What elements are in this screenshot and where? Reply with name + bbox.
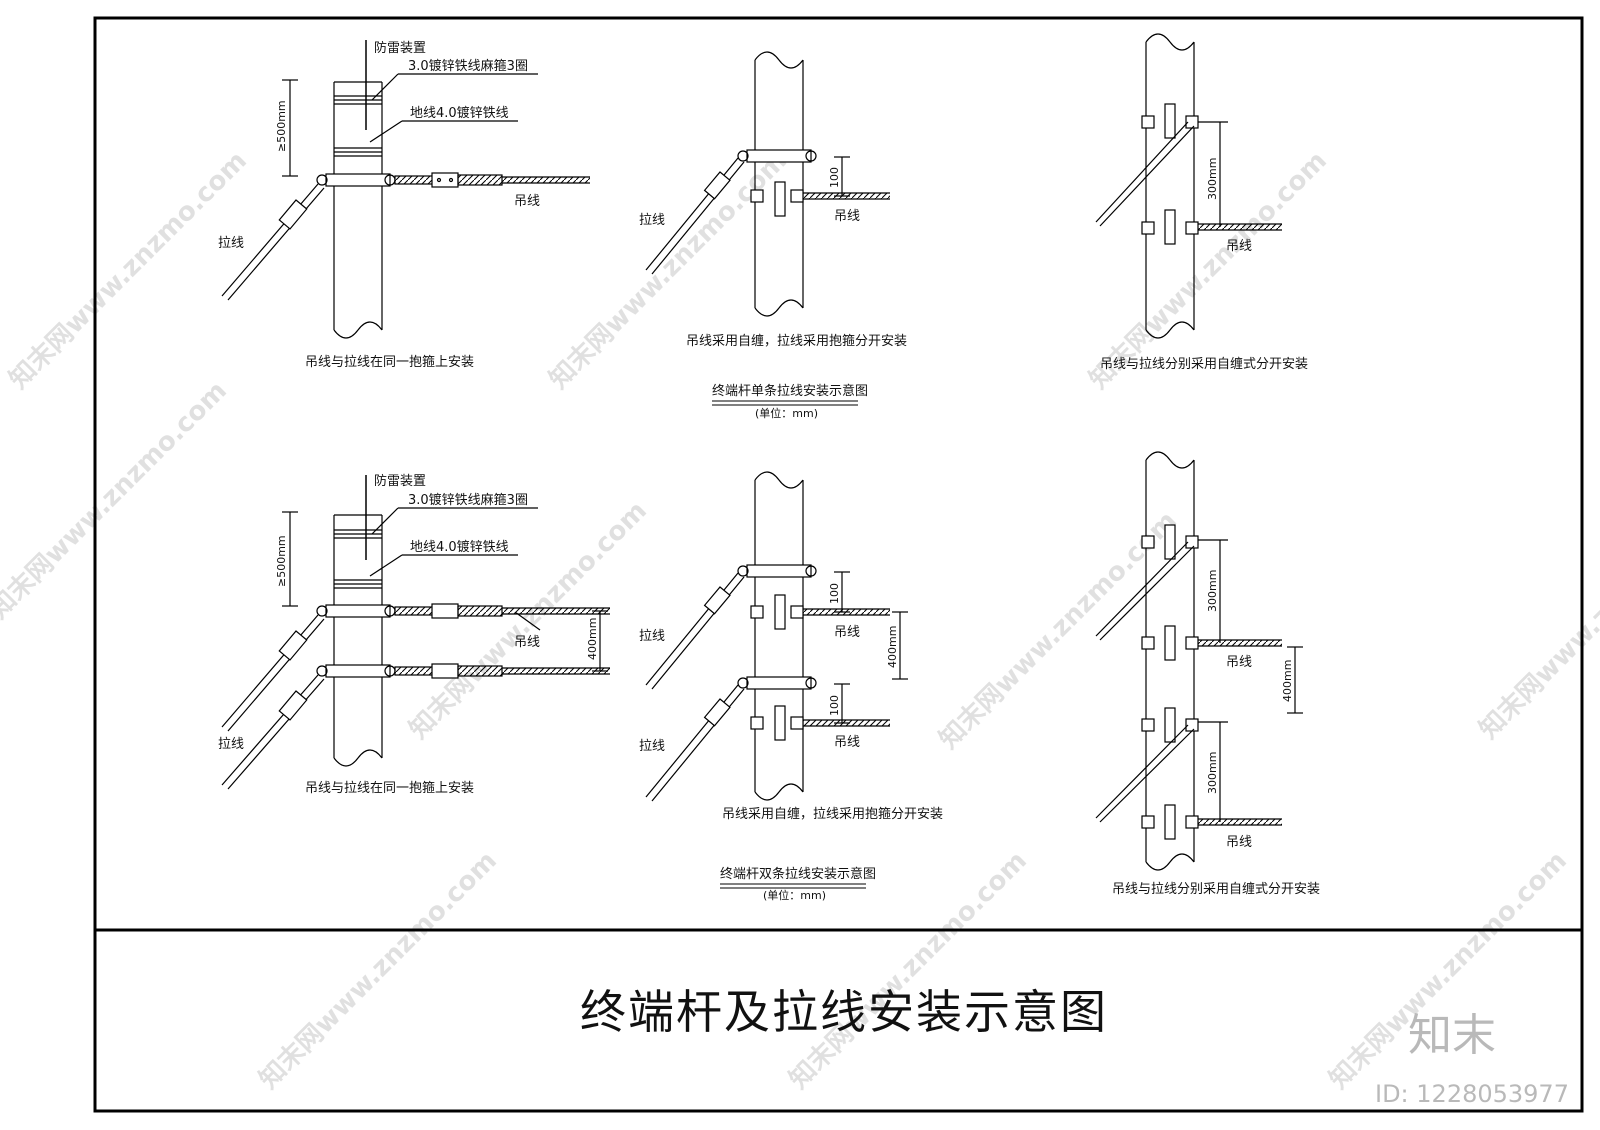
hoop-clamp	[325, 173, 391, 187]
messenger-label: 吊线	[834, 209, 860, 224]
top-middle-detail	[645, 51, 890, 317]
caption: 吊线与拉线在同一抱箍上安装	[305, 780, 474, 796]
messenger-clamp	[431, 172, 459, 188]
unit-note: (单位：mm)	[763, 888, 826, 902]
caption: 吊线与拉线在同一抱箍上安装	[305, 354, 474, 370]
sheet-title: 终端杆及拉线安装示意图	[580, 985, 1108, 1039]
guy-clamp	[278, 199, 308, 230]
top-left-labels: 防雷装置 3.0镀锌铁线麻箍3圈 地线4.0镀锌铁线 ≥500mm 吊线 拉线 …	[218, 40, 540, 370]
messenger-label: 吊线	[514, 635, 540, 650]
dim-300: 300mm	[1206, 752, 1219, 794]
messenger-label: 吊线	[834, 735, 860, 750]
dim-400: 400mm	[886, 626, 899, 668]
pole-break	[754, 51, 804, 69]
watermark: 知末网www.znzmo.com	[0, 376, 233, 625]
dim-400: 400mm	[1281, 660, 1294, 702]
bottom-left-detail	[221, 475, 610, 790]
pole-break	[1145, 321, 1195, 339]
pole-break	[754, 783, 804, 801]
logo-text: 知末	[1408, 1010, 1496, 1061]
bottom-right-detail	[1095, 451, 1303, 871]
hoop-wire-label: 3.0镀锌铁线麻箍3圈	[408, 58, 528, 74]
caption: 吊线与拉线分别采用自缠式分开安装	[1100, 356, 1308, 372]
drawing-title: 终端杆双条拉线安装示意图	[720, 866, 876, 882]
messenger-label: 吊线	[1226, 835, 1252, 850]
dim-300: 300mm	[1206, 158, 1219, 200]
top-right-labels: 300mm 吊线 吊线与拉线分别采用自缠式分开安装	[1100, 158, 1308, 372]
dim-100: 100	[828, 583, 841, 604]
top-left-detail	[221, 40, 590, 339]
messenger-label: 吊线	[514, 194, 540, 209]
bottom-left-labels: 防雷装置 3.0镀锌铁线麻箍3圈 地线4.0镀锌铁线 ≥500mm 400mm …	[218, 473, 599, 796]
watermark: 知末网www.znzmo.com	[4, 146, 253, 395]
pole-break	[1145, 451, 1195, 469]
hoop-clamp	[746, 149, 812, 163]
dim-400: 400mm	[586, 618, 599, 660]
guy-label: 拉线	[218, 236, 244, 251]
watermark-layer: 知末网www.znzmo.com 知末网www.znzmo.com 知末网www…	[0, 146, 1600, 1095]
watermark: 知末网www.znzmo.com	[784, 846, 1033, 1095]
messenger-label: 吊线	[834, 625, 860, 640]
caption: 吊线采用自缠，拉线采用抱箍分开安装	[722, 806, 943, 822]
dim-500: ≥500mm	[275, 535, 288, 587]
pole-break	[1145, 33, 1195, 51]
bottom-middle-detail	[645, 471, 908, 802]
watermark: 知末网www.znzmo.com	[404, 496, 653, 745]
lightning-label: 防雷装置	[374, 473, 426, 489]
guy-label: 拉线	[218, 737, 244, 752]
top-middle-labels: 100 吊线 拉线 吊线采用自缠，拉线采用抱箍分开安装 终端杆单条拉线安装示意图…	[639, 167, 907, 420]
bottom-middle-labels: 100 100 400mm 吊线 吊线 拉线 拉线 吊线采用自缠，拉线采用抱箍分…	[639, 583, 943, 902]
messenger-label: 吊线	[1226, 655, 1252, 670]
ground-wire-label: 地线4.0镀锌铁线	[410, 105, 509, 121]
dim-100: 100	[828, 695, 841, 716]
caption: 吊线与拉线分别采用自缠式分开安装	[1112, 881, 1320, 897]
sheet-border	[93, 16, 1584, 1113]
caption: 吊线采用自缠，拉线采用抱箍分开安装	[686, 333, 907, 349]
lightning-label: 防雷装置	[374, 40, 426, 56]
pole-break	[333, 749, 383, 767]
top-right-detail	[1095, 33, 1282, 339]
guy-clamp	[703, 171, 731, 200]
pole-break	[754, 471, 804, 489]
pole-break	[1145, 853, 1195, 871]
pole-break	[333, 321, 383, 339]
ground-wire-label: 地线4.0镀锌铁线	[410, 539, 509, 555]
hoop-wire-label: 3.0镀锌铁线麻箍3圈	[408, 492, 528, 508]
unit-note: (单位：mm)	[755, 406, 818, 420]
guy-label: 拉线	[639, 213, 665, 228]
dim-100: 100	[828, 167, 841, 188]
bottom-right-labels: 300mm 300mm 400mm 吊线 吊线 吊线与拉线分别采用自缠式分开安装	[1112, 570, 1320, 897]
pole-break	[754, 299, 804, 317]
watermark: 知末网www.znzmo.com	[254, 846, 503, 1095]
guy-label: 拉线	[639, 739, 665, 754]
id-text: ID: 1228053977	[1375, 1080, 1569, 1108]
guy-label: 拉线	[639, 629, 665, 644]
drawing-title: 终端杆单条拉线安装示意图	[712, 383, 868, 399]
dim-500: ≥500mm	[275, 100, 288, 152]
dim-300: 300mm	[1206, 570, 1219, 612]
messenger-label: 吊线	[1226, 239, 1252, 254]
